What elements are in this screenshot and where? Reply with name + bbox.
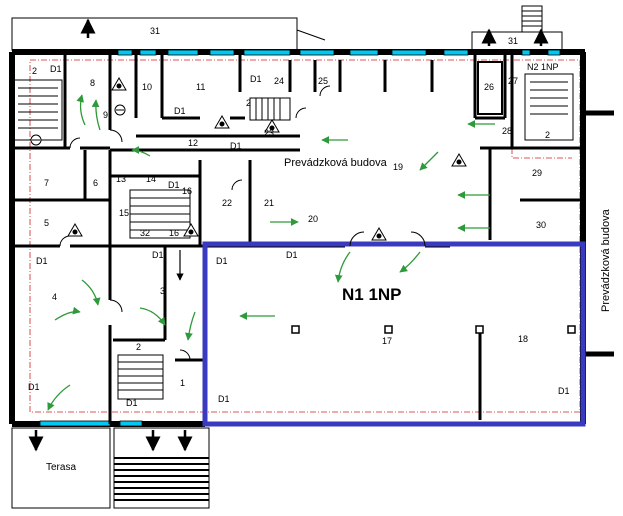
fire-extinguisher-icons (30, 77, 467, 241)
room-16a-label: 16 (182, 186, 192, 196)
room-30-label: 30 (536, 220, 546, 230)
d1-label: D1 (36, 256, 48, 266)
room-25-label: 25 (318, 76, 328, 86)
door-class-labels: D1 D1 D1 D1 D1 D1 D1 D1 D1 D1 D1 D1 (28, 64, 298, 408)
room-16b-label: 16 (169, 228, 179, 238)
stair-mid (129, 189, 191, 239)
room-27-label: 27 (508, 76, 518, 86)
room-4-label: 4 (52, 292, 57, 302)
fire-extinguisher-icon (111, 77, 127, 91)
d1-label: D1 (168, 180, 180, 190)
room-10-label: 10 (142, 82, 152, 92)
building-label: Prevádzková budova (284, 157, 388, 169)
stair-23 (249, 97, 291, 121)
route-arrows (47, 94, 495, 411)
room-31a-label: 31 (150, 26, 160, 36)
room-12-label: 12 (188, 138, 198, 148)
terrace-label: Terasa (46, 462, 76, 473)
room-6-label: 6 (93, 178, 98, 188)
room-18-label: 18 (518, 334, 528, 344)
room-22-label: 22 (222, 198, 232, 208)
d1-label: D1 (174, 106, 186, 116)
fire-extinguisher-icon (183, 223, 199, 237)
room-2d-label: 2 (545, 130, 550, 140)
room-24-label: 24 (274, 76, 284, 86)
room-8-label: 8 (90, 78, 95, 88)
building-label-vertical: Prevádzková budova (600, 208, 612, 312)
d1-label: D1 (28, 382, 40, 392)
external-stair-top (521, 5, 543, 33)
room-5-label: 5 (44, 218, 49, 228)
d1-label: D1 (230, 141, 242, 151)
fire-boundary-line (29, 59, 581, 413)
windows (39, 49, 561, 427)
d1-label: D1 (126, 398, 138, 408)
interior-walls (12, 52, 585, 424)
room-3-label: 3 (160, 286, 165, 296)
room-labels: 1 2 2 2 2 3 4 5 6 7 8 9 10 11 12 13 14 1… (32, 26, 550, 388)
fire-extinguisher-icon (214, 115, 230, 129)
room-26-box (477, 61, 503, 115)
outer-walls (9, 49, 586, 427)
fire-extinguisher-icon (451, 153, 467, 167)
stair-n2 (524, 73, 574, 141)
fire-extinguisher-icon (67, 223, 83, 237)
room-15-label: 15 (119, 208, 129, 218)
d1-label: D1 (218, 394, 230, 404)
exit-arrows (28, 18, 549, 452)
room-2b-label: 2 (246, 98, 251, 108)
zone-n1-label: N1 1NP (342, 285, 402, 304)
columns (291, 325, 576, 334)
terrace-outline (11, 427, 111, 509)
room-23-label: 23 (264, 128, 274, 138)
room-7-label: 7 (44, 178, 49, 188)
room-1-label: 1 (180, 378, 185, 388)
room-28-label: 28 (502, 126, 512, 136)
room-32-label: 32 (140, 228, 150, 238)
room-2c-label: 2 (136, 342, 141, 352)
room-20-label: 20 (308, 214, 318, 224)
fire-extinguisher-icon (371, 227, 387, 241)
room-13-label: 13 (116, 174, 126, 184)
room-2a-label: 2 (32, 66, 37, 76)
d1-label: D1 (50, 64, 62, 74)
roof-diagonal (296, 29, 326, 41)
room-9-label: 9 (103, 110, 108, 120)
room-19-label: 19 (393, 162, 403, 172)
d1-label: D1 (216, 256, 228, 266)
fire-extinguisher-icon (264, 119, 280, 133)
fire-boundary-n2 (511, 60, 572, 159)
room-31b-label: 31 (508, 36, 518, 46)
room-17-label: 17 (382, 336, 392, 346)
compartment-n1-highlight[interactable] (202, 241, 586, 427)
stair-bottom (113, 427, 210, 509)
d1-label-18: D1 (558, 386, 570, 396)
stair-left (13, 79, 63, 141)
room-21-label: 21 (264, 198, 274, 208)
room-14-label: 14 (146, 174, 156, 184)
zone-n2-label: N2 1NP (527, 62, 559, 72)
d1-label: D1 (152, 250, 164, 260)
room-11-label: 11 (196, 82, 205, 92)
hydrant-icon (30, 134, 42, 146)
door-swings (59, 85, 426, 361)
d1-label: D1 (250, 74, 262, 84)
stair-center (117, 354, 164, 400)
room-26-label: 26 (484, 82, 494, 92)
hydrant-icon (114, 104, 126, 116)
room-29-label: 29 (532, 168, 542, 178)
d1-label: D1 (286, 250, 298, 260)
